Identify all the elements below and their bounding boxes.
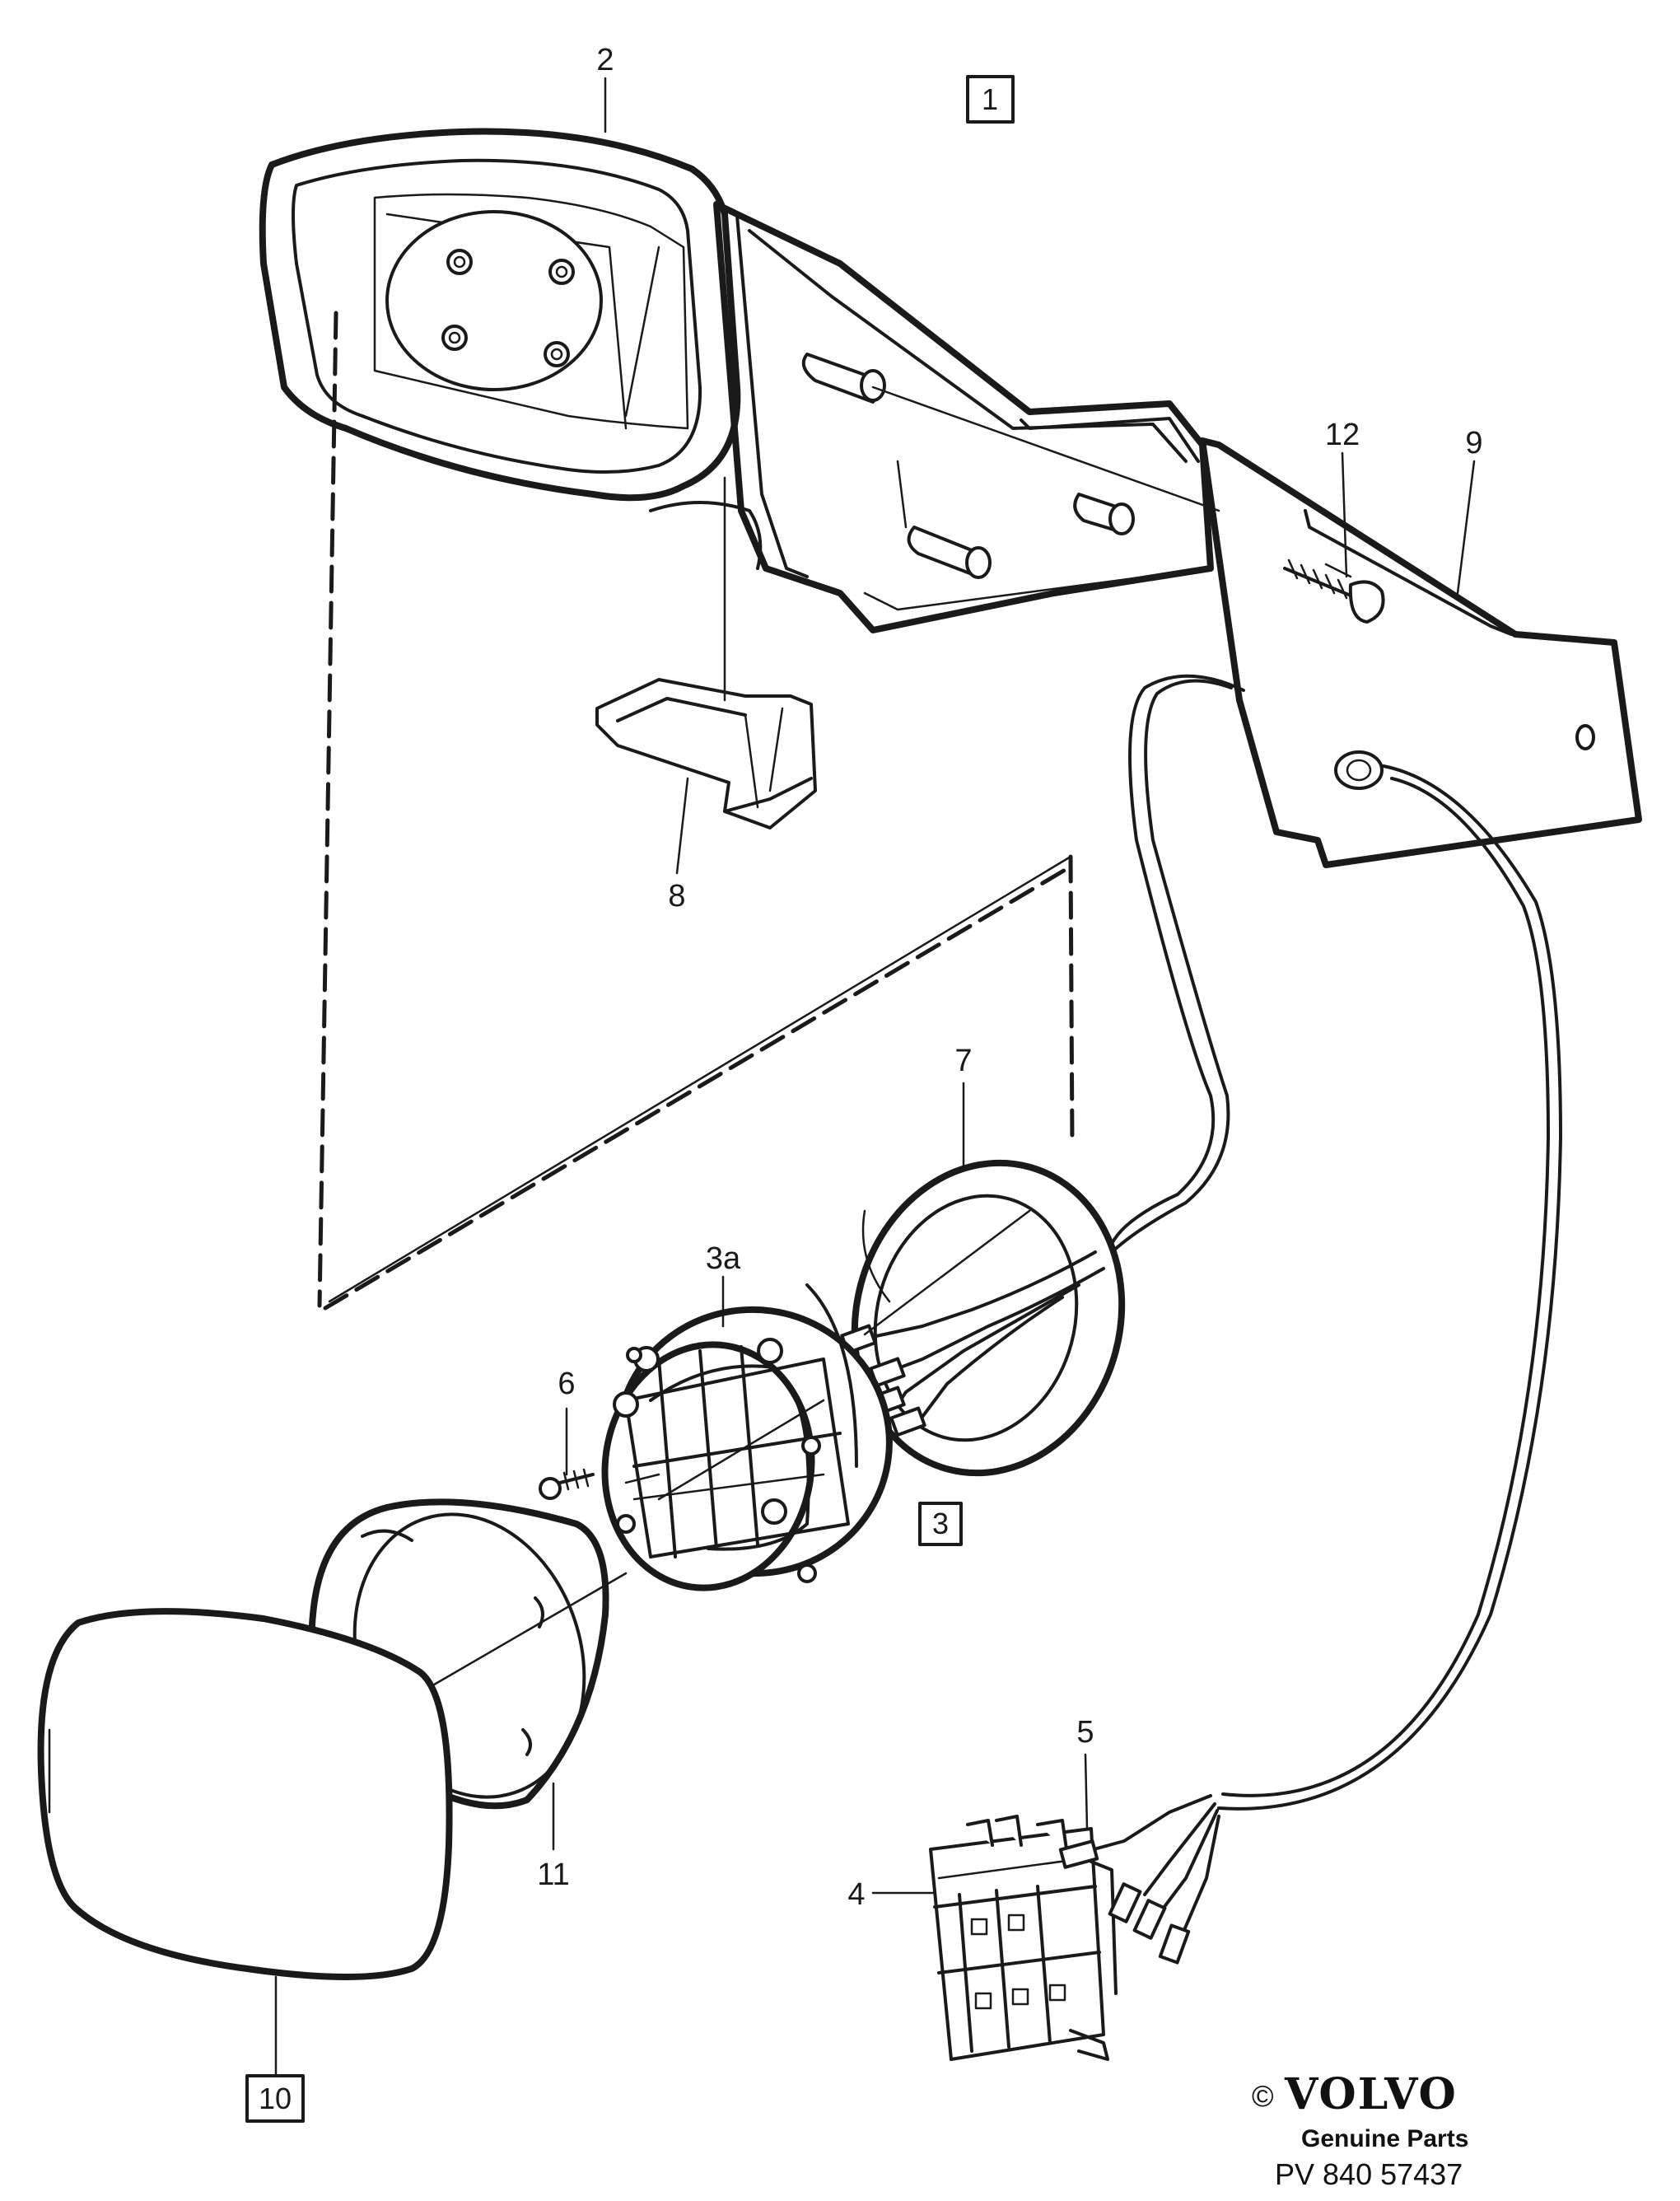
bolt-part-12 [1283,558,1385,624]
boxed-label-10-text: 10 [259,2082,292,2115]
part-code-text: PV 840 57437 [1275,2157,1463,2191]
screw-part-6 [539,1468,595,1500]
copyright-symbol: © [1252,2079,1274,2113]
mounting-plate-part-9 [1199,437,1642,868]
callout-9: 9 [1465,426,1482,460]
genuine-parts-text: Genuine Parts [1301,2125,1468,2152]
boxed-label-3-text: 3 [932,1507,949,1540]
leader-lines [274,77,1476,2077]
boxed-label-3: 3 [918,1502,963,1546]
connector-part-4 [929,1815,1118,2061]
boxed-label-1-text: 1 [982,82,998,116]
callout-4: 4 [847,1877,865,1912]
axis-lines [418,476,1031,1694]
clip-part-8 [595,678,817,829]
callout-11: 11 [537,1858,569,1892]
brand-logo-text: VOLVO [1284,2069,1458,2119]
mirror-housing-part-2 [259,128,1220,633]
callout-3a: 3a [706,1241,741,1276]
boxed-label-1: 1 [966,75,1015,124]
mirror-glass-part-10 [37,1608,453,1980]
gasket-ring-part-7 [851,1159,1126,1477]
callout-2: 2 [596,43,614,77]
callout-6: 6 [558,1367,575,1401]
terminals-part-5 [1058,1794,1220,1965]
callout-12: 12 [1325,418,1360,452]
boxed-label-10: 10 [245,2074,305,2123]
callout-8: 8 [668,879,685,914]
callout-5: 5 [1076,1715,1094,1750]
footer-branding: © VOLVO Genuine Parts PV 840 57437 [1252,2069,1468,2191]
cables [1094,674,1562,1811]
callout-7: 7 [954,1044,972,1078]
phantom-outline [317,311,1075,1311]
